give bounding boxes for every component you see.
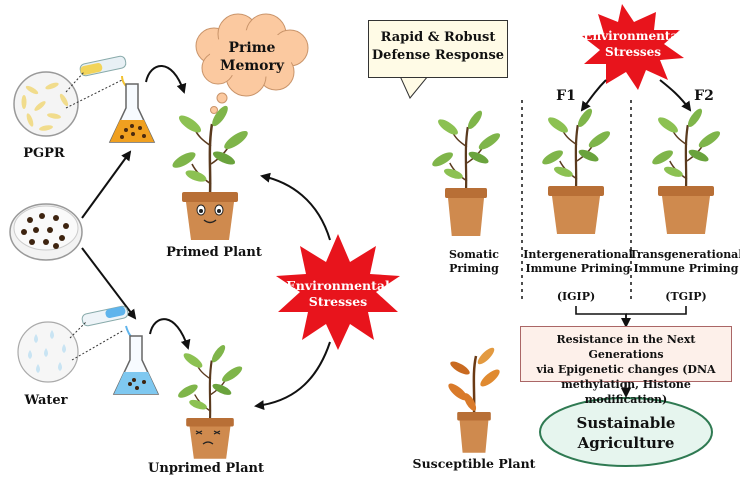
env-stress-center-line1: Environmental [286,278,390,293]
water-flask [112,335,160,395]
seeds-dish [9,203,83,261]
water-test-tube [81,305,129,327]
igip-line1: Intergenerational [523,248,633,261]
resistance-line1: Resistance in the Next Generations [556,333,696,361]
f2-label: F2 [694,88,714,104]
pgpr-dish [13,71,79,137]
environmental-stresses-starburst-top [582,4,684,90]
somatic-line1: Somatic [449,248,499,261]
unprimed-plant [175,342,246,459]
water-drops [17,321,79,383]
tgip-line1: Transgenerational [629,248,740,261]
primed-plant [168,102,252,240]
f1-label: F1 [556,88,576,104]
prime-memory-line2: Memory [220,58,285,74]
tgip-line2: Immune Priming [634,262,739,275]
pgpr-label: PGPR [23,146,65,161]
env-stress-top-line2: Stresses [605,45,661,59]
primed-plant-label: Primed Plant [166,245,262,260]
pgpr-flask [108,83,156,143]
somatic-plant [429,107,504,236]
pgpr-test-tube [79,55,127,77]
rapid-response-line2: Defense Response [371,48,505,63]
igip-plant [539,105,614,234]
prime-memory-cloud [195,13,309,114]
environmental-stresses-starburst-center [276,234,400,350]
water-label: Water [23,393,67,408]
sustainable-line2: Agriculture [577,434,675,452]
susceptible-label: Susceptible Plant [413,456,536,471]
resistance-line2: via Epigenetic changes (DNA [536,363,716,376]
igip-line2: Immune Priming [526,262,631,275]
rapid-response-line1: Rapid & Robust [380,30,496,45]
resistance-box: Resistance in the Next Generations via E… [520,326,732,406]
sustainable-agriculture-ellipse [539,397,713,467]
env-stress-center-line2: Stresses [309,294,367,309]
sustainable-line1: Sustainable [577,414,676,432]
rapid-response-box: Rapid & Robust Defense Response [368,20,508,78]
prime-memory-line1: Prime [229,40,276,56]
tgip-plant [649,105,724,234]
env-stress-top-line1: Environmental [583,29,683,43]
resistance-line3: methylation, Histone modification) [561,378,691,406]
unprimed-plant-label: Unprimed Plant [148,461,264,476]
susceptible-plant [444,344,504,453]
igip-abbr: (IGIP) [557,290,595,303]
somatic-line2: Priming [449,262,499,275]
tgip-abbr: (TGIP) [665,290,706,303]
